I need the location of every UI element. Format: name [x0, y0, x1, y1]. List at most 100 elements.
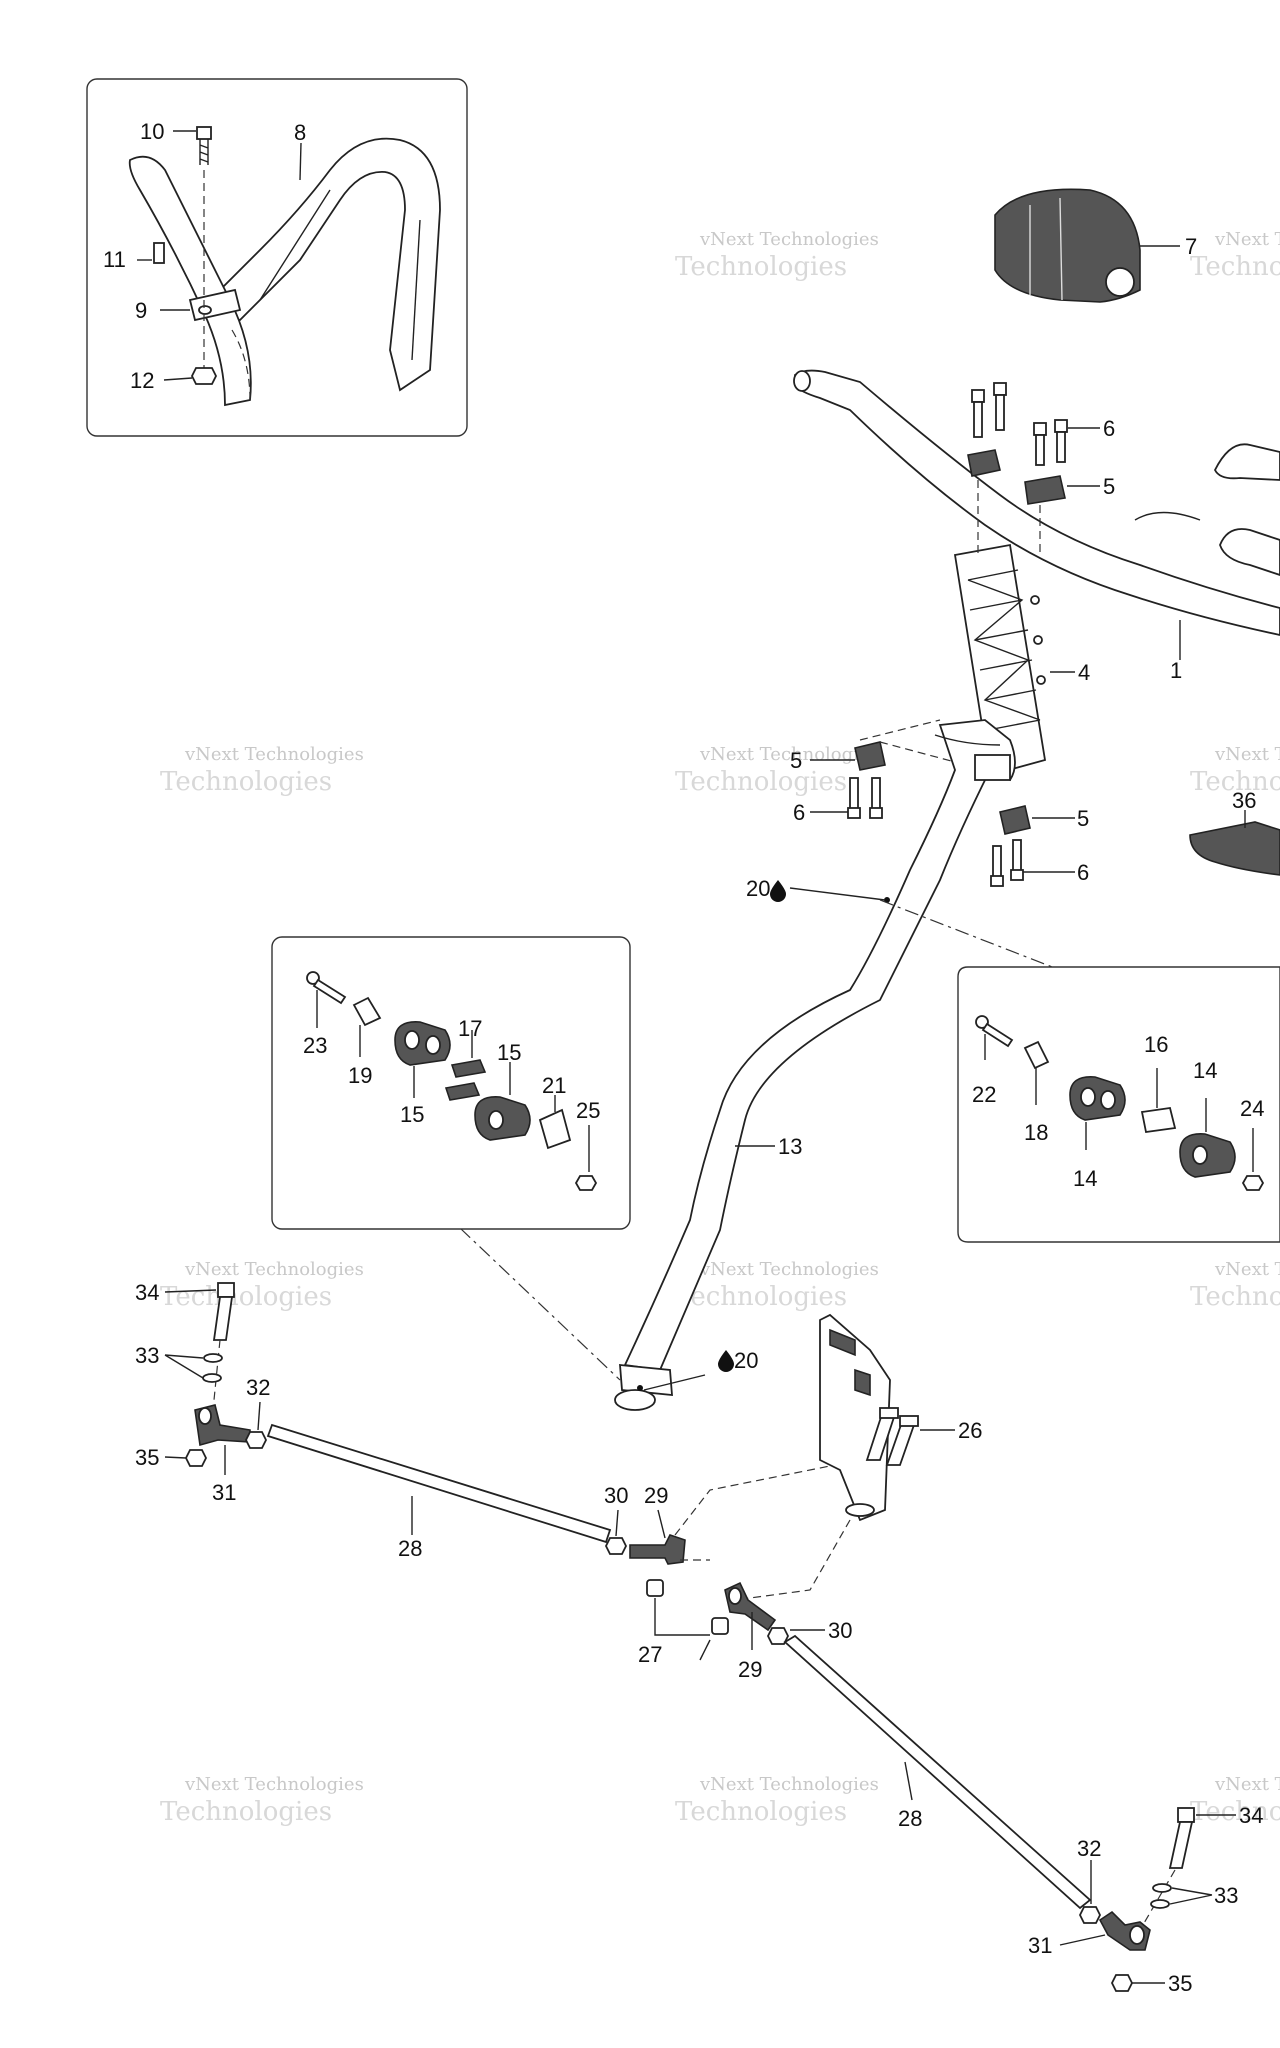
jam-nut-32 — [244, 1431, 268, 1449]
tie-rod-lower: 28 32 — [783, 1634, 1102, 1924]
washer-33-b — [202, 1373, 222, 1383]
bushing-27-a — [646, 1579, 664, 1597]
svg-text:Technologies: Technologies — [675, 252, 847, 282]
callout-30-lower: 30 — [828, 1618, 852, 1643]
callout-11: 11 — [103, 247, 126, 272]
tie-rod-end-right: 34 33 31 35 — [1028, 1803, 1263, 1996]
bushing-15-a — [394, 1021, 451, 1066]
handlebar-grip-right — [1213, 443, 1280, 481]
column-flange — [619, 1363, 673, 1397]
svg-text:vNext Technologies: vNext Technologies — [699, 1259, 879, 1280]
jam-nut-30-a — [604, 1537, 628, 1555]
nut-35 — [184, 1449, 208, 1467]
cover-body — [994, 188, 1141, 303]
riser-4 — [953, 543, 1047, 777]
callout-21: 21 — [542, 1073, 566, 1098]
grease-point-lower — [637, 1385, 643, 1391]
svg-text:vNext Technologies: vNext Technologies — [1214, 744, 1280, 765]
callout-16: 16 — [1144, 1032, 1168, 1057]
handlebar: 1 — [793, 369, 1280, 683]
jam-nut-32-b — [1078, 1906, 1102, 1924]
callout-8: 8 — [294, 120, 306, 145]
callout-34-right: 34 — [1239, 1803, 1263, 1828]
callout-34-left: 34 — [135, 1280, 159, 1305]
watermark-11: vNext Technologies Technologies — [675, 1774, 879, 1827]
clamp-5-lower-left — [854, 741, 886, 771]
callout-1: 1 — [1170, 658, 1182, 683]
callout-15-upper: 15 — [497, 1040, 521, 1065]
callout-5-upper: 5 — [1103, 474, 1115, 499]
callout-14-lower: 14 — [1073, 1166, 1097, 1191]
bushing-27-b — [711, 1617, 729, 1635]
handlebar-grip-lower — [1219, 528, 1280, 576]
callout-25: 25 — [576, 1098, 600, 1123]
bolt-34-shank — [212, 1296, 234, 1341]
nut-24 — [1241, 1175, 1265, 1191]
bolt-34-head-right — [1177, 1807, 1195, 1823]
riser-assembly: 4 5 6 5 5 6 — [790, 382, 1115, 887]
sleeve-19 — [352, 996, 382, 1027]
grease-drop-icon-lower — [718, 1350, 734, 1372]
steering-column: 20 20 13 — [459, 719, 1061, 1411]
callout-32-lower: 32 — [1077, 1836, 1101, 1861]
bolts-6-upper — [971, 382, 1068, 466]
watermark-2: vNext Technologies Technologies — [675, 229, 879, 282]
svg-text:Technologies: Technologies — [1190, 1282, 1280, 1312]
watermark-9: vNext Technologies Technologies — [1190, 1259, 1280, 1312]
callout-36: 36 — [1232, 788, 1256, 813]
handguard-bar-edge — [411, 219, 421, 361]
callout-14-upper: 14 — [1193, 1058, 1217, 1083]
ring-16 — [1140, 1106, 1177, 1134]
bolt-34-head — [217, 1282, 235, 1298]
callout-5-lower-right: 5 — [1077, 806, 1089, 831]
svg-text:Technologies: Technologies — [675, 767, 847, 797]
callout-15-lower: 15 — [400, 1102, 424, 1127]
svg-text:vNext Technologies: vNext Technologies — [1214, 229, 1280, 250]
callout-29-upper: 29 — [644, 1483, 668, 1508]
tie-rod-end-left: 34 33 31 32 35 — [135, 1280, 270, 1505]
bolt-10-thread — [199, 139, 209, 165]
throttle-cable — [1134, 511, 1201, 521]
bushing-14-a — [1069, 1076, 1126, 1121]
ring-17-b — [444, 1082, 481, 1101]
spacer-11 — [153, 242, 165, 264]
callout-7: 7 — [1185, 234, 1197, 259]
nut-25 — [574, 1175, 598, 1191]
callout-28-upper: 28 — [398, 1536, 422, 1561]
clamp-5-upper-left — [967, 449, 1001, 477]
tie-rod-upper: 28 30 29 — [266, 1423, 861, 1565]
plate-21 — [538, 1108, 572, 1150]
svg-text:vNext Technologies: vNext Technologies — [699, 1774, 879, 1795]
svg-text:vNext Technologies: vNext Technologies — [184, 1259, 364, 1280]
handguard-cover: 7 — [994, 188, 1197, 303]
grease-drop-icon-upper — [770, 880, 786, 902]
clamp-5-lower-right — [999, 805, 1031, 835]
watermark-4: vNext Technologies Technologies — [160, 744, 364, 797]
tie-rod-28-lower — [783, 1634, 1092, 1910]
svg-text:Technologies: Technologies — [160, 1282, 332, 1312]
aux-callout: 5 — [790, 748, 802, 773]
jam-nut-30-b — [766, 1627, 790, 1645]
watermark-5: vNext Technologies Technologies — [675, 744, 879, 797]
watermark-10: vNext Technologies Technologies — [160, 1774, 364, 1827]
mount-plate-36: 36 — [1189, 788, 1280, 876]
watermark-12: vNext Technologies Technologies — [1190, 1774, 1280, 1827]
bolt-10-head — [196, 126, 212, 140]
inset-handguard-detail: 10 8 11 9 12 — [86, 78, 468, 437]
svg-text:vNext Technologies: vNext Technologies — [1214, 1774, 1280, 1795]
svg-text:vNext Technologies: vNext Technologies — [699, 229, 879, 250]
callout-35-right: 35 — [1168, 1971, 1192, 1996]
column-bushing — [614, 1389, 656, 1411]
ring-17-a — [450, 1059, 487, 1078]
callout-6-upper: 6 — [1103, 416, 1115, 441]
svg-text:Technologies: Technologies — [1190, 767, 1280, 797]
svg-text:Technologies: Technologies — [160, 1797, 332, 1827]
handguard-bar — [198, 137, 441, 392]
handlebar-tube — [128, 155, 252, 407]
steering-arm-bracket: 26 — [734, 1313, 982, 1601]
clamp-5-upper-right — [1024, 475, 1066, 505]
svg-text:vNext Technologies: vNext Technologies — [184, 1774, 364, 1795]
callout-28-lower: 28 — [898, 1806, 922, 1831]
callout-26: 26 — [958, 1418, 982, 1443]
